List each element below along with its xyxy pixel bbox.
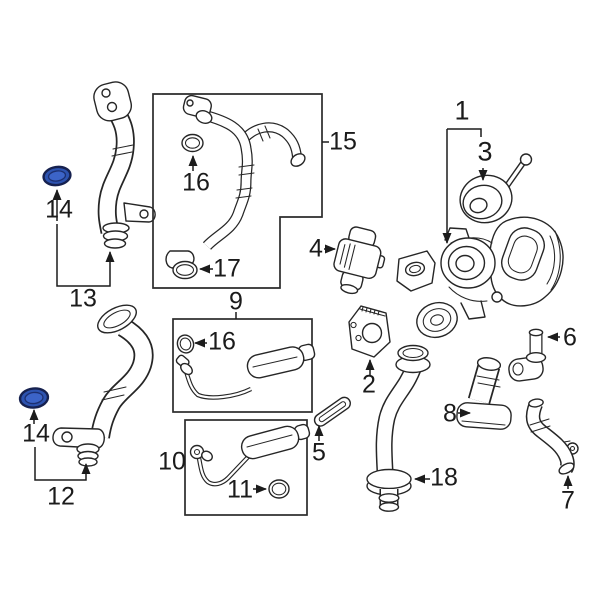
part-label-10[interactable]: 10 — [158, 447, 186, 476]
oil-line-9-drawing — [175, 334, 316, 400]
pipe-13-drawing — [93, 81, 156, 249]
housing-8-drawing — [456, 357, 512, 430]
part-label-16-box9[interactable]: 16 — [208, 327, 236, 356]
part-label-3[interactable]: 3 — [477, 136, 493, 167]
part-label-15[interactable]: 15 — [329, 127, 357, 156]
bracket-2-drawing — [348, 305, 391, 358]
turbocharger-1-drawing — [396, 216, 564, 339]
pipe-12-drawing — [52, 304, 154, 467]
part-label-17[interactable]: 17 — [213, 254, 241, 283]
part-label-9[interactable]: 9 — [229, 287, 243, 316]
part-label-7[interactable]: 7 — [561, 486, 575, 515]
part-label-14-top[interactable]: 14 — [45, 195, 73, 224]
part-label-8[interactable]: 8 — [443, 399, 457, 428]
fitting-6-drawing — [508, 328, 547, 382]
pipe-18-drawing — [366, 344, 431, 512]
oring-14-bottom-highlight[interactable] — [18, 387, 50, 409]
part-label-18[interactable]: 18 — [430, 463, 458, 492]
part-label-2[interactable]: 2 — [362, 370, 376, 399]
pipe-7-drawing — [525, 398, 579, 475]
part-label-4[interactable]: 4 — [309, 234, 323, 263]
oring-16-in-box9 — [176, 334, 195, 354]
part-label-16-box15[interactable]: 16 — [182, 168, 210, 197]
part-label-1[interactable]: 1 — [454, 95, 470, 126]
part-label-5[interactable]: 5 — [312, 438, 326, 467]
part-label-6[interactable]: 6 — [563, 323, 577, 352]
leader-lines — [29, 128, 573, 494]
oring-16-in-box15 — [181, 133, 204, 153]
hose-15-drawing — [165, 94, 306, 280]
solenoid-valve-4-drawing — [333, 226, 386, 295]
pin-5-drawing — [313, 396, 351, 427]
box-10-frame — [184, 419, 308, 516]
actuator-3-drawing — [459, 153, 533, 224]
part-label-13[interactable]: 13 — [69, 284, 97, 313]
part-label-11[interactable]: 11 — [227, 475, 253, 504]
oring-14-top-highlight[interactable] — [42, 165, 72, 187]
box-9-frame — [172, 318, 313, 413]
oil-line-10-drawing — [189, 423, 311, 499]
part-label-14-bottom[interactable]: 14 — [22, 419, 50, 448]
part-label-12[interactable]: 12 — [47, 482, 75, 511]
box-15-frame — [152, 93, 323, 289]
